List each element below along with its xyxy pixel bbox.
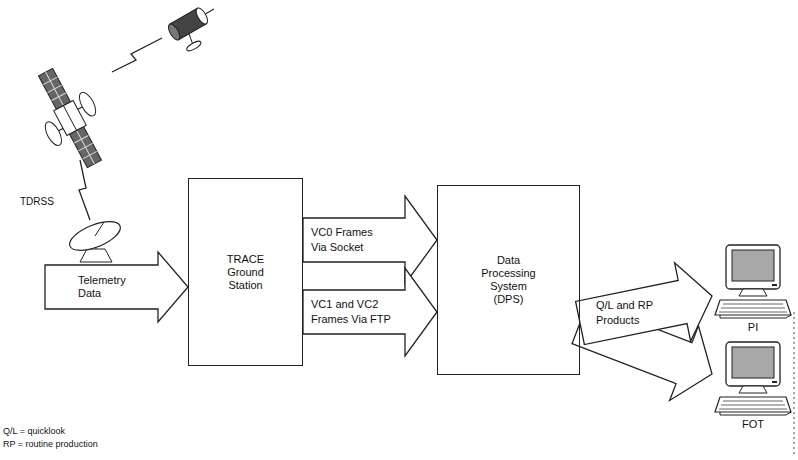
node-text: Data Processing System (DPS) xyxy=(478,254,540,306)
edge-label: VC1 and VC2 Frames Via FTP xyxy=(311,297,403,327)
workstation-icon: FOT xyxy=(712,340,794,436)
workstation-icon xyxy=(712,243,794,319)
ground-dish xyxy=(66,216,124,262)
workstation-icon xyxy=(739,289,767,296)
user-satellite xyxy=(205,9,214,14)
ground-dish xyxy=(80,249,112,262)
relay-satellite xyxy=(76,90,99,119)
workstation-icon xyxy=(739,386,767,393)
node-text: Telemetry Data xyxy=(78,274,140,300)
block-arrow xyxy=(303,196,437,284)
workstation-icon xyxy=(726,245,780,289)
radio-link xyxy=(79,160,90,220)
relay-satellite xyxy=(59,128,63,130)
workstation-icon xyxy=(772,381,777,383)
illustration xyxy=(21,1,794,456)
workstation-icon xyxy=(719,304,787,312)
relay-satellite xyxy=(77,130,95,164)
workstation-icon xyxy=(715,397,791,412)
workstation-icon xyxy=(720,315,791,318)
user-satellite xyxy=(194,6,210,26)
edge-label: Q/L and RP Products xyxy=(596,298,666,328)
node-text: PI xyxy=(712,321,794,334)
footnote: Q/L = quicklook xyxy=(3,426,65,436)
workstation-icon xyxy=(772,284,777,286)
process-box: Data Processing System (DPS) xyxy=(437,185,580,375)
workstation-icon xyxy=(732,250,774,281)
relay-satellite xyxy=(70,127,102,168)
relay-satellite xyxy=(63,106,76,131)
system-label: TDRSS xyxy=(20,196,54,207)
workstation-icon xyxy=(720,412,791,415)
relay-satellite xyxy=(21,59,119,177)
workstation-icon xyxy=(726,342,780,386)
radio-link xyxy=(112,38,162,72)
ground-dish xyxy=(66,216,124,257)
edge-label: VC0 Frames Via Socket xyxy=(311,225,381,255)
node-text: FOT xyxy=(712,418,794,431)
connector-layer xyxy=(303,196,712,401)
arrow-outline xyxy=(45,252,188,322)
workstation-icon xyxy=(712,340,794,416)
relay-satellite xyxy=(46,72,64,106)
process-box: TRACE Ground Station xyxy=(188,178,303,366)
workstation-icon: PI xyxy=(712,243,794,339)
input-arrow: Telemetry Data xyxy=(45,252,188,322)
node-text: TRACE Ground Station xyxy=(221,253,271,292)
relay-satellite xyxy=(78,107,82,109)
ground-dish xyxy=(95,222,104,236)
user-satellite xyxy=(166,1,226,55)
workstation-icon xyxy=(715,300,791,315)
block-arrow xyxy=(576,263,712,345)
block-arrow xyxy=(303,268,437,356)
margin-dash xyxy=(794,312,795,456)
user-satellite xyxy=(166,22,182,42)
relay-satellite xyxy=(39,68,71,109)
workstation-icon xyxy=(719,401,787,409)
user-satellite xyxy=(185,39,202,52)
workstation-icon xyxy=(732,347,774,378)
arrow-outline xyxy=(45,252,188,322)
footnote: RP = routine production xyxy=(3,439,98,449)
relay-satellite xyxy=(42,119,65,148)
